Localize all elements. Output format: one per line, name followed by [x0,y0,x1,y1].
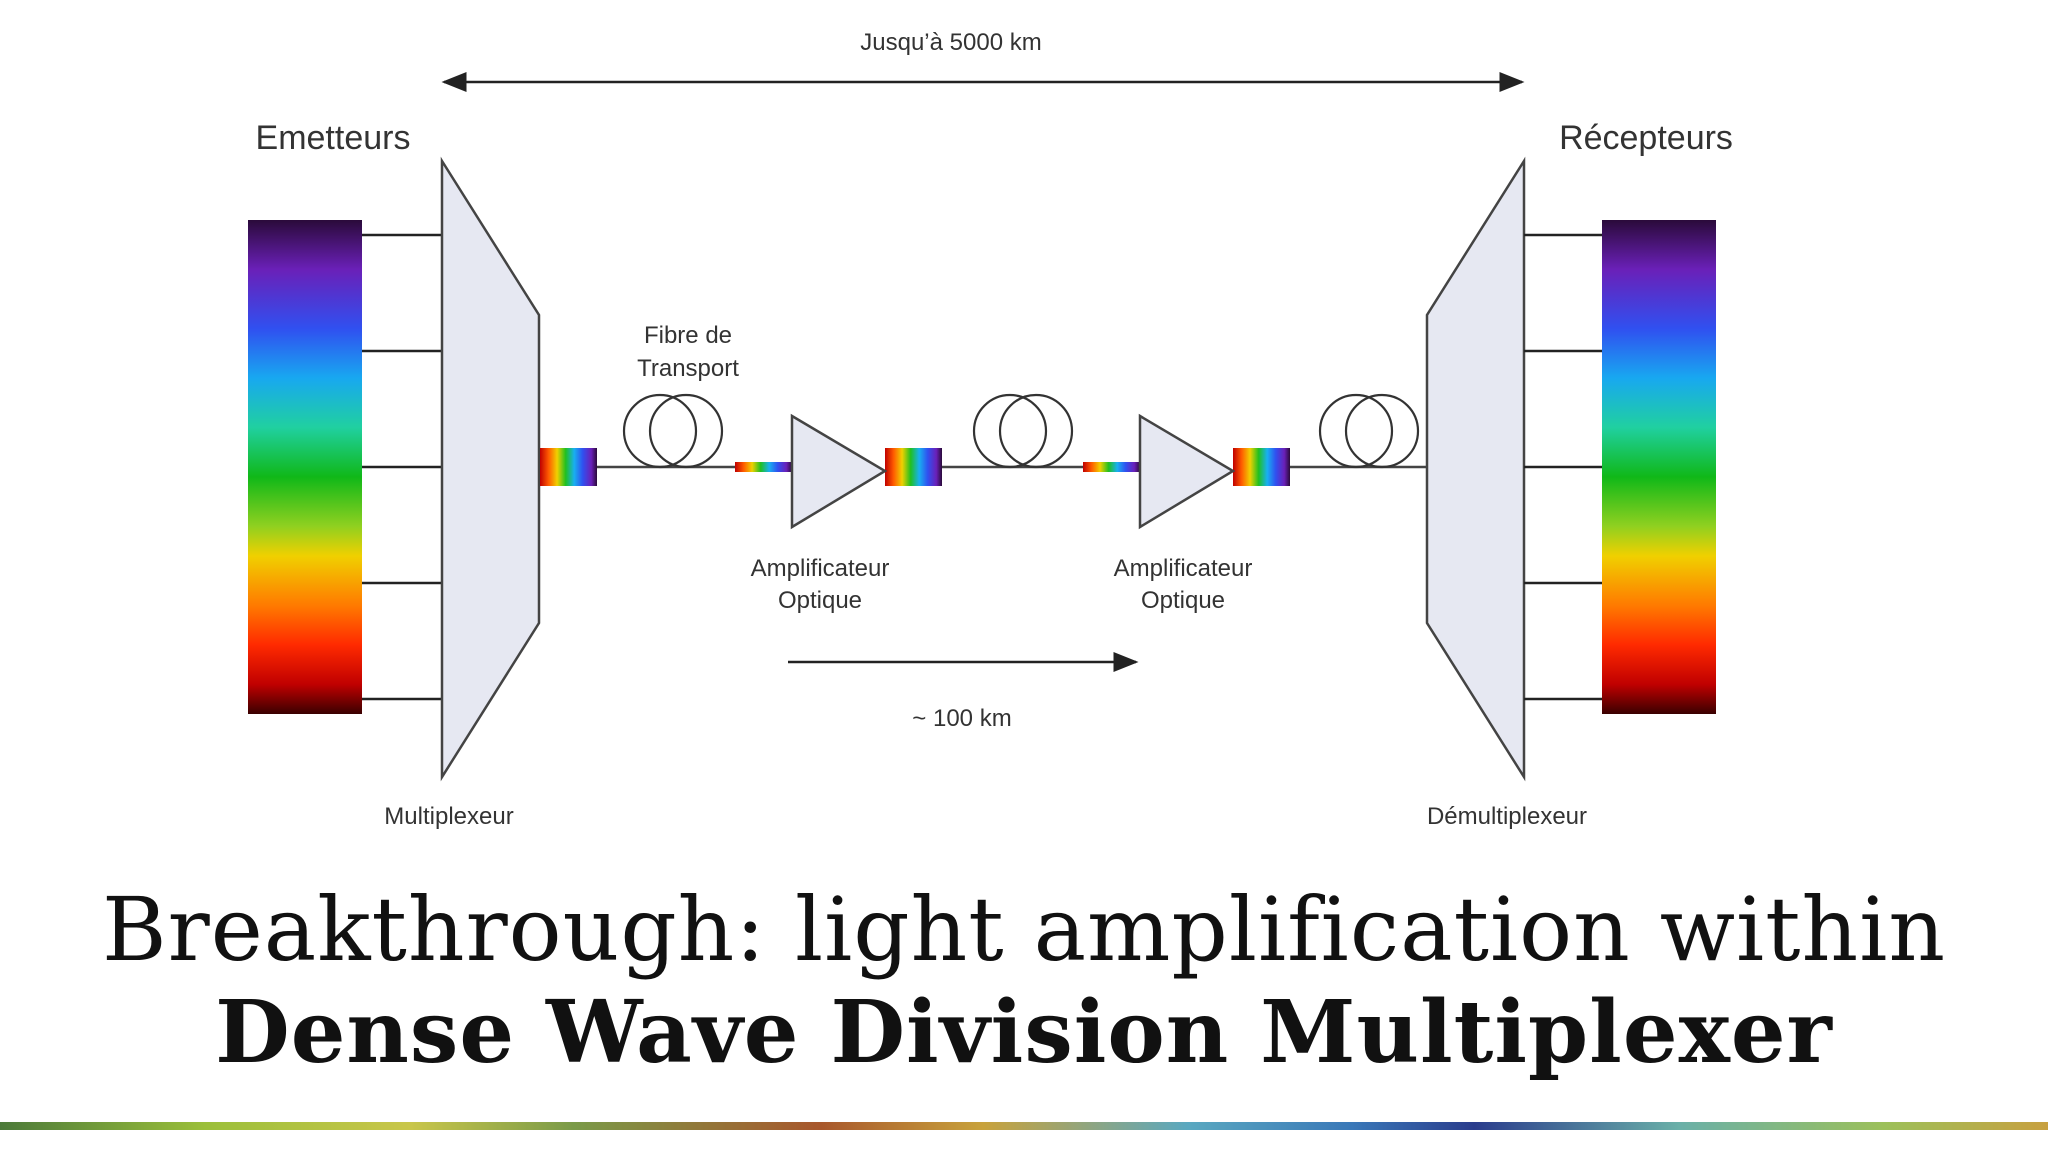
total-distance-label: Jusqu’à 5000 km [860,29,1041,56]
slide-title-line2: Dense Wave Division Multiplexer [215,982,1833,1083]
demultiplexer-shape [1425,156,1526,782]
spectrum-block-amp1-out [885,448,942,486]
spectrum-thin-amp2-in [1083,462,1140,472]
amplifier-triangle [1138,413,1236,530]
multiplexer-shape [440,156,541,782]
span-distance-label: ~ 100 km [912,705,1011,732]
spectrum-block-amp2-out [1233,448,1290,486]
slide-title-line1: Breakthrough: light amplification within [101,878,1947,981]
amplifier1-label-line2: Optique [778,587,862,614]
dwdm-diagram: Jusqu’à 5000 km Emetteurs Récepteurs Mul… [248,29,1733,830]
multiplexer-label: Multiplexeur [384,803,513,830]
amplifier2-label-line2: Optique [1141,587,1225,614]
fiber-label-line1: Fibre de [644,322,732,349]
fiber-label-line2: Transport [637,355,739,382]
fiber-coil-icon [622,393,724,469]
receiver-channel-lines [1524,233,1602,701]
amplifier2-label-line1: Amplificateur [1114,555,1253,582]
spectrum-block-mux-out [540,448,597,486]
amplifier-triangle [790,413,888,530]
receivers-label: Récepteurs [1559,119,1733,157]
fiber-coil-icon [972,393,1074,469]
emitter-channel-lines [362,233,442,701]
receiver-spectrum [1602,220,1716,714]
emitters-label: Emetteurs [256,119,411,157]
fiber-coil-icon [1318,393,1420,469]
decorative-bottom-bar [0,1122,2048,1130]
amplifier1-label-line1: Amplificateur [751,555,890,582]
demultiplexer-label: Démultiplexeur [1427,803,1587,830]
spectrum-thin-amp1-in [735,462,792,472]
emitter-spectrum [248,220,362,714]
